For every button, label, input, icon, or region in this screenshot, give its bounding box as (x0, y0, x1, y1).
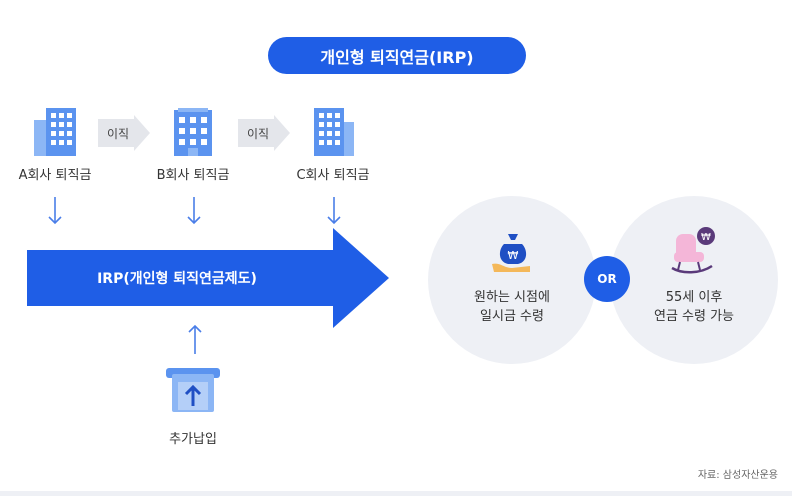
svg-text:₩: ₩ (701, 232, 711, 243)
company-b: B회사 퇴직금 (133, 108, 253, 183)
option-lump-sum-line1: 원하는 시점에 (474, 290, 550, 305)
company-label: C회사 퇴직금 (296, 168, 370, 183)
irp-main-arrow: IRP(개인형 퇴직연금제도) (27, 228, 389, 328)
company-label: B회사 퇴직금 (156, 168, 230, 183)
svg-text:₩: ₩ (508, 249, 519, 262)
money-bag-icon: ₩ (492, 234, 530, 272)
irp-main-label: IRP(개인형 퇴직연금제도) (97, 271, 257, 287)
transfer-label: 이직 (106, 126, 130, 141)
bottom-divider (0, 491, 792, 496)
deposit-icon (166, 368, 220, 412)
rocking-chair-icon: ₩ (671, 227, 715, 274)
transfer-arrow: 이직 (98, 115, 150, 151)
building-icon (314, 108, 354, 156)
or-badge: OR (584, 256, 630, 302)
arrow-down-icon (48, 197, 62, 225)
transfer-arrow: 이직 (238, 115, 290, 151)
option-lump-sum-line2: 일시금 수령 (480, 309, 544, 324)
company-c: C회사 퇴직금 (273, 108, 393, 183)
company-a: A회사 퇴직금 (0, 108, 115, 183)
option-lump-sum: ₩ 원하는 시점에 일시금 수령 (428, 196, 596, 364)
arrow-up-icon (188, 324, 202, 354)
option-pension: ₩ 55세 이후 연금 수령 가능 (610, 196, 778, 364)
extra-payment-label: 추가납입 (169, 432, 217, 447)
source-note: 자료: 삼성자산운용 (697, 470, 778, 481)
arrow-down-icon (327, 197, 341, 225)
arrow-down-icon (187, 197, 201, 225)
diagram-title: 개인형 퇴직연금(IRP) (268, 37, 526, 74)
option-pension-line2: 연금 수령 가능 (653, 309, 735, 324)
building-icon (174, 108, 212, 156)
company-label: A회사 퇴직금 (18, 168, 92, 183)
building-icon (34, 108, 76, 156)
option-pension-line1: 55세 이후 (665, 290, 723, 305)
transfer-label: 이직 (246, 126, 270, 141)
